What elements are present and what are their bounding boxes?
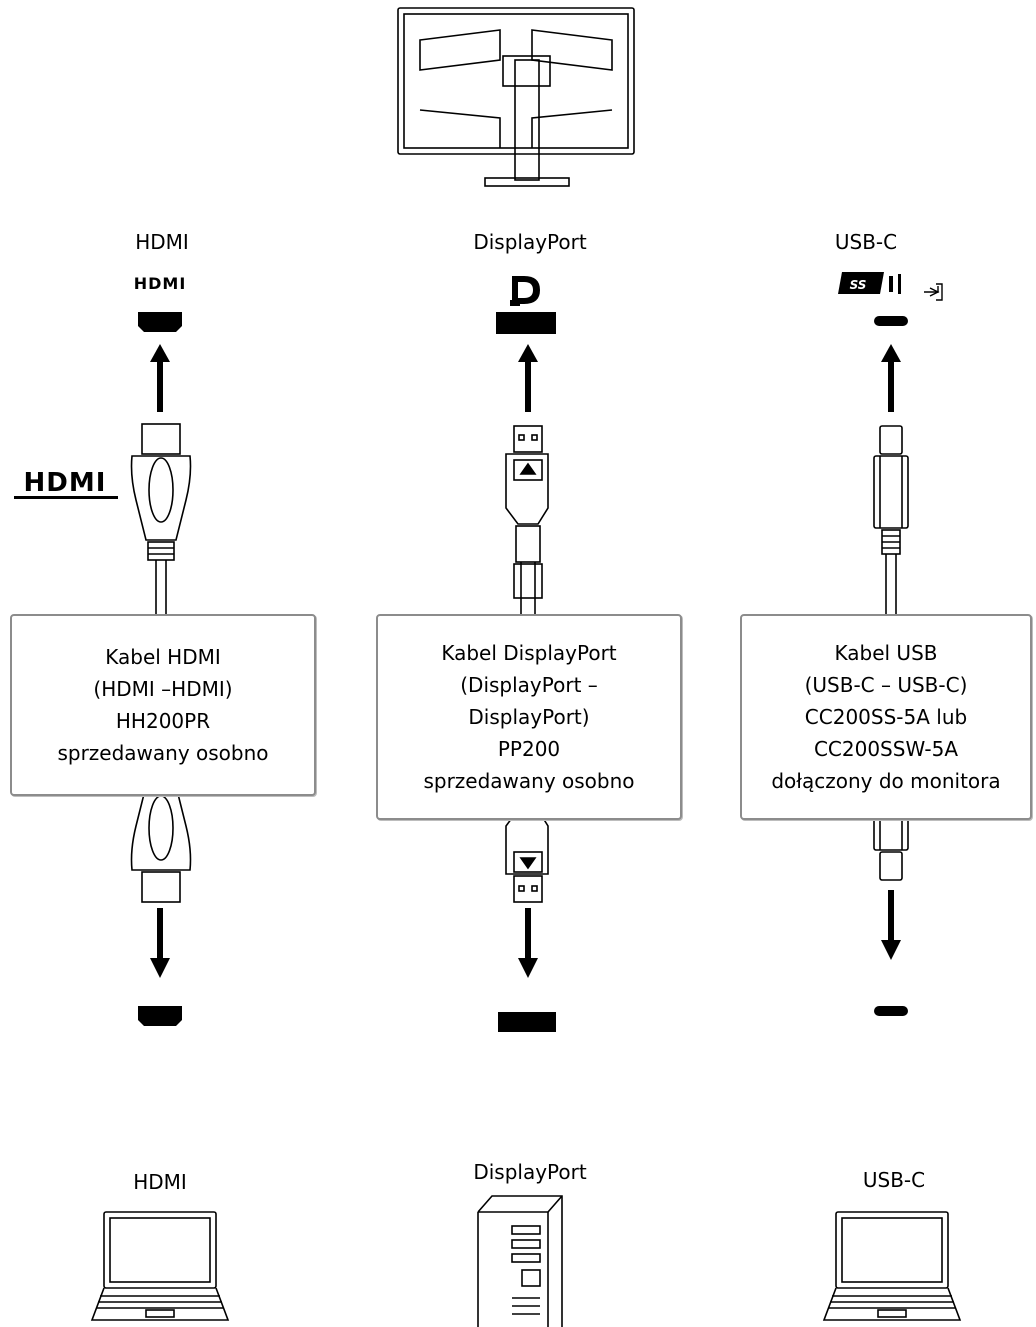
arrow-up-icon xyxy=(518,344,538,412)
usb-superspeed-logo-icon: SS xyxy=(838,272,901,294)
pc-port-label-displayport: DisplayPort xyxy=(473,1160,587,1184)
cable-box-line: sprzedawany osobno xyxy=(423,769,635,793)
displayport-port-icon xyxy=(496,312,556,334)
hdmi-plug-top-icon xyxy=(130,423,192,616)
svg-text:HDMI: HDMI xyxy=(134,274,187,293)
hdmi-column: HDMI HDMI xyxy=(14,274,192,1026)
pc-port-label-hdmi: HDMI xyxy=(133,1170,187,1194)
hdmi-logo-icon: HDMI xyxy=(134,274,187,293)
cable-box-line: Kabel USB xyxy=(834,641,938,665)
usbc-port-icon xyxy=(874,1006,908,1016)
cable-box-line: CC200SSW-5A xyxy=(813,737,959,761)
usbc-column: SS xyxy=(838,272,943,1016)
desktop-tower-icon xyxy=(477,1195,563,1327)
arrow-down-icon xyxy=(881,890,901,960)
hdmi-port-icon xyxy=(138,312,182,332)
svg-text:HDMI: HDMI xyxy=(24,468,107,498)
cable-box-line: (USB-C – USB-C) xyxy=(804,673,968,697)
laptop-icon xyxy=(822,1211,962,1321)
cable-box-line: Kabel DisplayPort xyxy=(441,641,617,665)
arrow-down-icon xyxy=(518,908,538,978)
input-arrow-icon xyxy=(924,283,943,301)
hdmi-cable-logo-icon: HDMI xyxy=(14,468,118,499)
cable-box-line: (HDMI –HDMI) xyxy=(93,677,233,701)
displayport-port-icon xyxy=(498,1012,556,1032)
cable-box-hdmi: Kabel HDMI (HDMI –HDMI) HH200PR sprzedaw… xyxy=(10,614,316,796)
displayport-logo-icon xyxy=(510,276,540,306)
pc-port-label-usbc: USB-C xyxy=(862,1168,926,1192)
monitor-port-label-usbc: USB-C xyxy=(834,230,898,254)
cable-box-line: PP200 xyxy=(497,737,561,761)
cable-box-displayport: Kabel DisplayPort (DisplayPort – Display… xyxy=(376,614,682,820)
cable-box-line: (DisplayPort – xyxy=(460,673,598,697)
cable-box-line: HH200PR xyxy=(115,709,211,733)
svg-text:SS: SS xyxy=(850,278,867,292)
cable-box-usbc: Kabel USB (USB-C – USB-C) CC200SS-5A lub… xyxy=(740,614,1032,820)
displayport-plug-top-icon xyxy=(505,425,549,616)
hdmi-port-icon xyxy=(138,1006,182,1026)
arrow-up-icon xyxy=(150,344,170,412)
cable-box-line: Kabel HDMI xyxy=(105,645,221,669)
usbc-port-icon xyxy=(874,316,908,326)
cable-box-line: CC200SS-5A lub xyxy=(804,705,968,729)
cable-box-line: sprzedawany osobno xyxy=(57,741,269,765)
usbc-plug-top-icon xyxy=(873,425,909,616)
arrow-up-icon xyxy=(881,344,901,412)
monitor-rear-icon xyxy=(397,7,635,187)
laptop-icon xyxy=(90,1211,230,1321)
arrow-down-icon xyxy=(150,908,170,978)
cable-box-line: dołączony do monitora xyxy=(771,769,1001,793)
cable-box-line: DisplayPort) xyxy=(468,705,590,729)
monitor-port-label-hdmi: HDMI xyxy=(135,230,189,254)
monitor-port-label-displayport: DisplayPort xyxy=(473,230,587,254)
